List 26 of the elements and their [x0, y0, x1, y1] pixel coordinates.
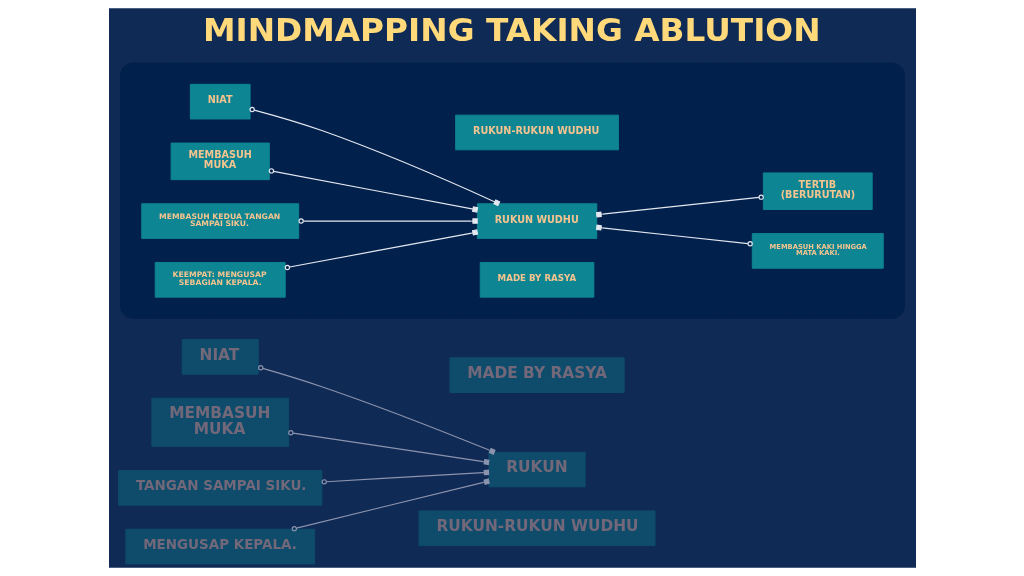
connector [287, 430, 490, 466]
connector [248, 106, 500, 207]
node-box: NIAT [181, 339, 259, 375]
node-box: KEEMPAT: MENGUSAP SEBAGIAN KEPALA. [154, 262, 286, 298]
connector [595, 224, 753, 247]
diagram-title: MINDMAPPING TAKING ABLUTION [202, 11, 821, 50]
node-box: TANGAN SAMPAI SIKU. [117, 470, 322, 506]
node-box: RUKUN-RUKUN WUDHU [418, 510, 655, 547]
node-box: RUKUN-RUKUN WUDHU [454, 114, 619, 151]
connector [284, 229, 478, 271]
node-box: MADE BY RASYA [479, 262, 594, 298]
connector [268, 168, 478, 213]
node-box: MENGUSAP KEPALA. [124, 528, 315, 565]
connector [595, 194, 764, 218]
connector [257, 365, 496, 455]
node-box: MEMBASUH KEDUA TANGAN SAMPAI SIKU. [140, 203, 299, 239]
cluster [119, 62, 905, 319]
node-box: MEMBASUH MUKA [170, 142, 270, 181]
node-box: NIAT [189, 83, 251, 120]
connector [297, 218, 478, 224]
node-box: RUKUN WUDHU [476, 203, 597, 239]
connector [291, 478, 490, 532]
node-box: MEMBASUH MUKA [150, 397, 289, 447]
node-box: MADE BY RASYA [448, 357, 625, 393]
connector [321, 469, 489, 485]
node-box: TERTIB (BERURUTAN) [762, 172, 873, 210]
